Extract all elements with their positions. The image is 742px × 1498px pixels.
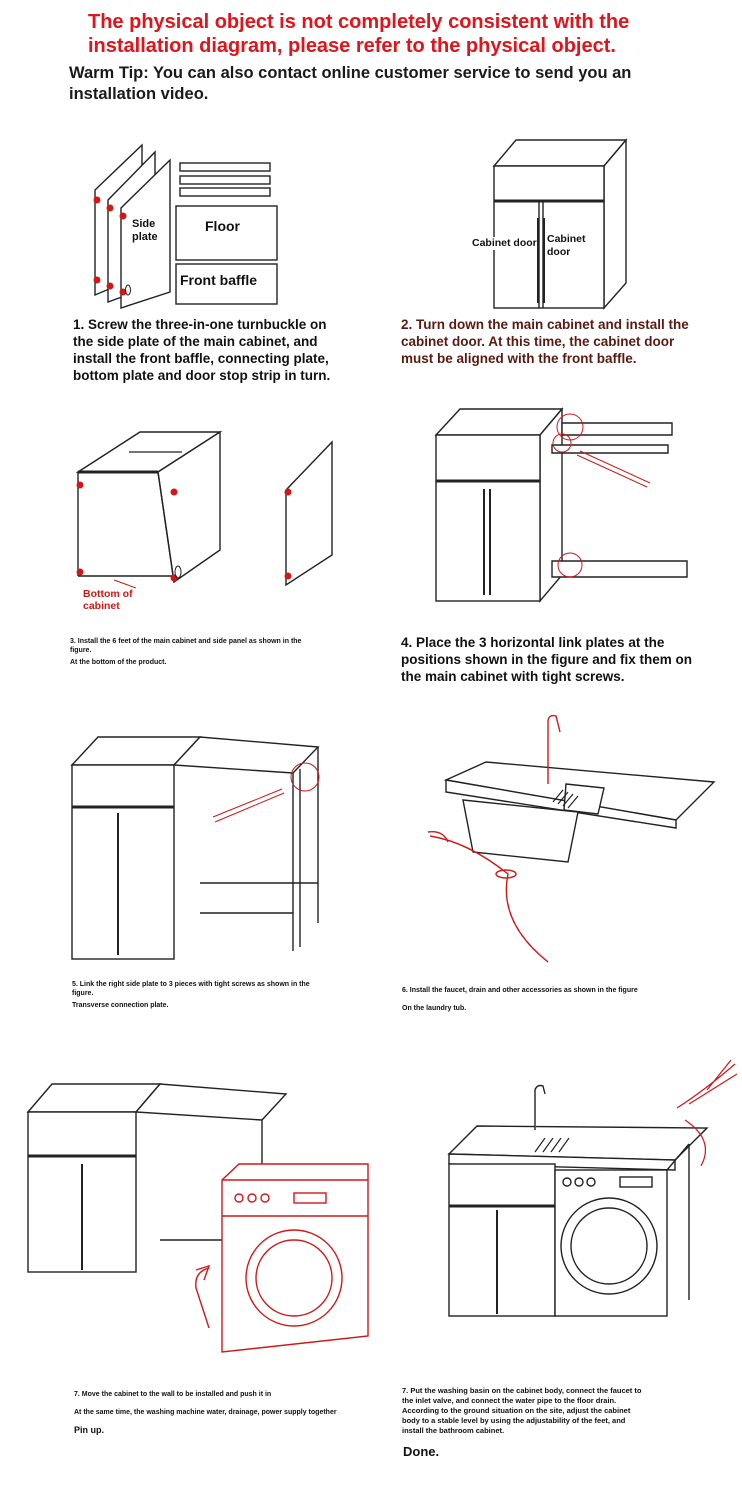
step5-illustration <box>70 736 320 960</box>
step7b-illustration <box>447 1059 738 1317</box>
warning-line-1: The physical object is not completely co… <box>88 11 630 33</box>
bottom-of-cabinet-label: Bottom of cabinet <box>83 588 133 612</box>
step7b-caption: 7. Put the washing basin on the cabinet … <box>402 1386 642 1435</box>
cabinet-door-right-label: Cabinet door <box>547 233 586 259</box>
step1-illustration <box>93 143 278 309</box>
step5-caption: 5. Link the right side plate to 3 pieces… <box>72 981 310 1009</box>
side-plate-label: Side plate <box>132 218 158 243</box>
step4-illustration <box>434 407 688 603</box>
step7a-illustration <box>26 1083 369 1353</box>
step3-illustration <box>75 430 333 589</box>
step2-illustration <box>492 138 628 310</box>
step4-caption: 4. Place the 3 horizontal link plates at… <box>401 635 693 684</box>
step6-caption: 6. Install the faucet, drain and other a… <box>402 987 638 1012</box>
cabinet-door-left-label: Cabinet door <box>472 237 537 250</box>
step2-caption: 2. Turn down the main cabinet and instal… <box>401 317 689 366</box>
warning-line-2: installation diagram, please refer to th… <box>88 35 616 57</box>
step7a-caption: 7. Move the cabinet to the wall to be in… <box>74 1391 337 1435</box>
step3-caption: 3. Install the 6 feet of the main cabine… <box>70 638 302 666</box>
tip-line-2: installation video. <box>69 85 209 103</box>
floor-label: Floor <box>205 218 240 234</box>
warm-tip: Warm Tip: You can also contact online cu… <box>69 63 709 105</box>
warning-text: The physical object is not completely co… <box>88 10 728 58</box>
step1-caption: 1. Screw the three-in-one turnbuckle on … <box>73 317 331 383</box>
front-baffle-label: Front baffle <box>180 272 257 288</box>
tip-line-1: Warm Tip: You can also contact online cu… <box>69 64 632 82</box>
step6-illustration <box>427 714 716 963</box>
done-label: Done. <box>403 1444 440 1459</box>
